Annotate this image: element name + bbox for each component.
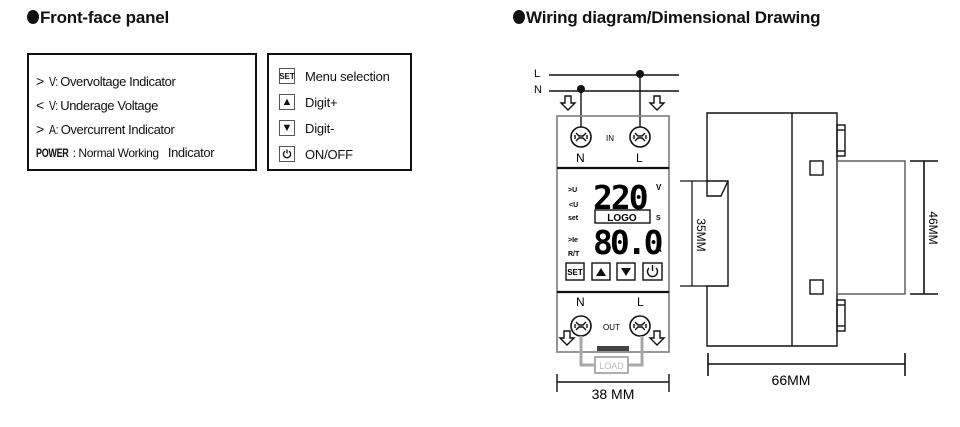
din-clip bbox=[597, 346, 629, 351]
in-terminal-l-label: L bbox=[636, 151, 643, 165]
bullet-icon bbox=[513, 10, 525, 24]
label-over-u: >U bbox=[568, 187, 577, 194]
arrow-down-icon bbox=[621, 268, 631, 276]
indicator-code: A: bbox=[49, 122, 59, 137]
power-icon bbox=[279, 146, 295, 162]
line-label-l: L bbox=[534, 68, 540, 80]
label-over-ie: >Ie bbox=[568, 237, 578, 244]
logo-text: LOGO bbox=[607, 213, 637, 224]
indicator-text: Underage Voltage bbox=[60, 98, 158, 113]
indicator-suffix: Indicator bbox=[167, 145, 215, 160]
power-icon bbox=[646, 265, 659, 278]
terminal-out-n-icon bbox=[570, 315, 592, 337]
dimension-66mm: 66MM bbox=[772, 372, 811, 388]
set-key bbox=[565, 262, 585, 281]
indicator-code: POWER bbox=[36, 146, 69, 160]
dimension-front-width: 38 MM bbox=[556, 374, 670, 402]
button-legend: SET Menu selection ▲ Digit+ ▼ Digit- ON/… bbox=[267, 53, 412, 171]
set-icon: SET bbox=[279, 68, 295, 84]
label-under-u: <U bbox=[569, 202, 578, 209]
indicator-legend: > V: Overvoltage Indicator < V: Underage… bbox=[27, 53, 257, 171]
button-label: Digit+ bbox=[305, 94, 338, 110]
indicator-symbol: > bbox=[36, 121, 44, 137]
arrow-down-icon: ▼ bbox=[279, 120, 295, 136]
label-set: set bbox=[568, 215, 579, 222]
logo-box bbox=[594, 209, 651, 224]
out-label: OUT bbox=[603, 323, 620, 332]
dimension-rail: 35MM bbox=[680, 180, 708, 287]
dimension-46mm: 46MM bbox=[926, 211, 940, 244]
voltage-unit: V bbox=[656, 183, 662, 192]
dimension-35mm: 35MM bbox=[694, 218, 708, 251]
indicator-code: V: bbox=[49, 98, 58, 113]
power-key bbox=[642, 262, 663, 281]
arrow-up-icon: ▲ bbox=[279, 94, 295, 110]
dimension-depth: 66MM bbox=[707, 353, 906, 388]
arrow-up-icon bbox=[596, 268, 606, 276]
button-label: Digit- bbox=[305, 120, 335, 136]
line-label-n: N bbox=[534, 84, 542, 96]
current-readout: 80.0 bbox=[593, 223, 662, 262]
set-key-label: SET bbox=[567, 268, 583, 277]
lcd-display: >U <U set >Ie R/T 220 V LOGO S 80.0 A SE… bbox=[565, 178, 665, 281]
load-wires bbox=[579, 336, 644, 367]
load-label: LOAD bbox=[599, 361, 624, 371]
in-terminal-n-label: N bbox=[576, 151, 585, 165]
out-terminal-n-label: N bbox=[576, 295, 585, 309]
indicator-code: V: bbox=[49, 74, 58, 89]
device-front: IN N L >U <U set >Ie R/T 220 V LOGO S 80… bbox=[556, 115, 670, 374]
indicator-row-overvoltage: > V: Overvoltage Indicator bbox=[36, 69, 255, 93]
terminal-out-l-icon bbox=[629, 315, 651, 337]
button-label: Menu selection bbox=[305, 68, 390, 84]
wiring-heading: Wiring diagram/Dimensional Drawing bbox=[513, 8, 821, 28]
s-label: S bbox=[656, 215, 661, 222]
out-terminal-l-label: L bbox=[637, 295, 644, 309]
current-unit: A bbox=[656, 245, 662, 254]
terminal-in-n-icon bbox=[570, 126, 592, 148]
input-arrow-icon bbox=[649, 95, 665, 111]
input-arrow-icon bbox=[560, 95, 576, 111]
indicator-text: Overcurrent Indicator bbox=[60, 122, 175, 137]
button-row-down: ▼ Digit- bbox=[279, 115, 410, 141]
indicator-text: : Normal Working bbox=[72, 146, 159, 160]
device-frame bbox=[556, 115, 670, 353]
terminal-in-l-icon bbox=[629, 126, 651, 148]
indicator-row-overcurrent: > A: Overcurrent Indicator bbox=[36, 117, 255, 141]
button-row-up: ▲ Digit+ bbox=[279, 89, 410, 115]
button-row-power: ON/OFF bbox=[279, 141, 410, 167]
front-panel-heading: Front-face panel bbox=[27, 8, 169, 28]
supply-lines: L N bbox=[534, 68, 679, 128]
output-arrow-icon bbox=[649, 330, 665, 346]
output-arrow-icon bbox=[559, 330, 575, 346]
in-label: IN bbox=[606, 134, 614, 143]
button-label: ON/OFF bbox=[305, 146, 353, 162]
load-box bbox=[594, 356, 629, 374]
device-side-view bbox=[706, 112, 906, 347]
front-panel-heading-text: Front-face panel bbox=[40, 8, 170, 27]
indicator-symbol: < bbox=[36, 97, 44, 113]
wiring-heading-text: Wiring diagram/Dimensional Drawing bbox=[526, 8, 821, 27]
indicator-symbol: > bbox=[36, 73, 44, 89]
button-row-set: SET Menu selection bbox=[279, 63, 410, 89]
indicator-text: Overvoltage Indicator bbox=[60, 74, 176, 89]
indicator-row-undervoltage: < V: Underage Voltage bbox=[36, 93, 255, 117]
indicator-row-power: POWER : Normal Working Indicator bbox=[36, 141, 255, 165]
label-rt: R/T bbox=[568, 251, 580, 258]
dimension-height: 46MM bbox=[910, 160, 940, 295]
dimension-38mm: 38 MM bbox=[592, 386, 635, 402]
bullet-icon bbox=[27, 10, 39, 24]
